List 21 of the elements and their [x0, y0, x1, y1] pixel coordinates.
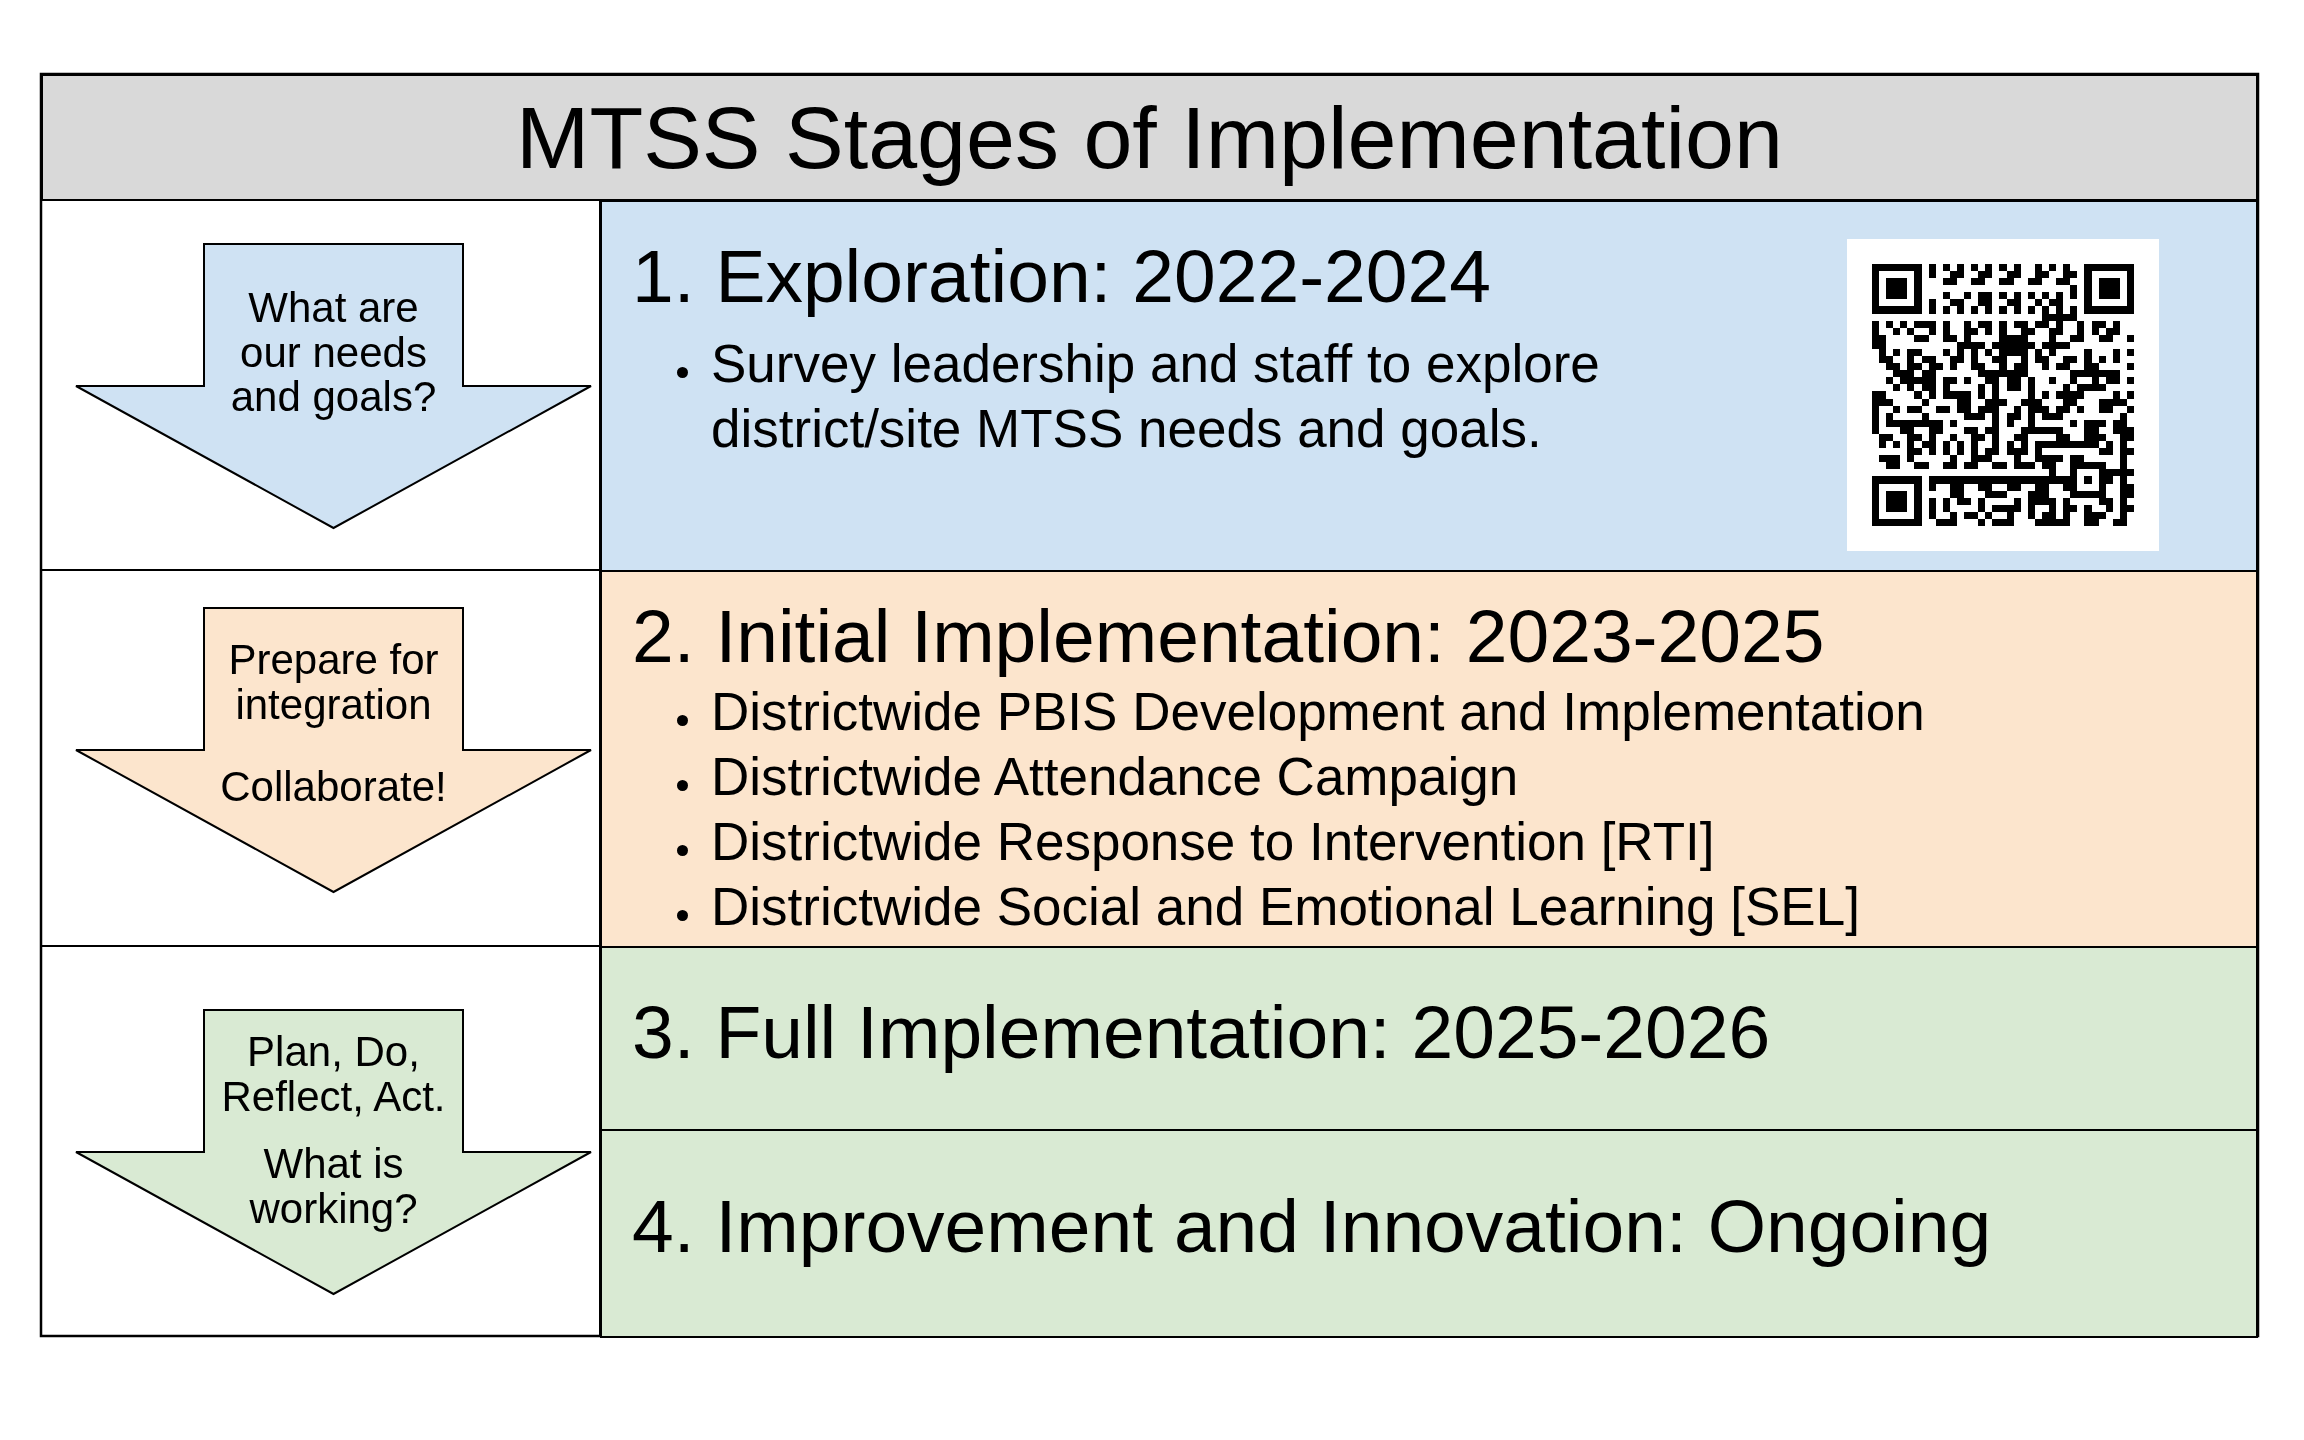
down-arrow — [75, 607, 592, 893]
stage-heading: 1. Exploration: 2022-2024 — [632, 234, 1491, 319]
stage-heading: 2. Initial Implementation: 2023-2025 — [632, 594, 1825, 679]
stage-panel — [600, 946, 2258, 1131]
arrow-label: Collaborate! — [219, 765, 448, 810]
down-arrow — [75, 1009, 592, 1295]
stage-heading: 4. Improvement and Innovation: Ongoing — [632, 1184, 1992, 1269]
bullet-text: Districtwide Social and Emotional Learning [SEL] — [711, 876, 1861, 938]
bullet-text: Districtwide PBIS Development and Implementation — [711, 681, 1926, 743]
stage-panel — [600, 570, 2258, 948]
down-arrow — [75, 243, 592, 529]
arrow-label: What is working? — [248, 1142, 419, 1231]
stage-panel — [600, 200, 2258, 572]
stage-panel — [600, 1129, 2258, 1338]
bullet-text: Districtwide Attendance Campaign — [711, 746, 1520, 808]
arrow-label: What are our needs and goals? — [230, 286, 437, 420]
arrow-label: Prepare for integration — [227, 638, 440, 727]
arrow-label: Plan, Do, Reflect, Act. — [220, 1030, 447, 1119]
bullet-text: Survey leadership and staff to explore district/site MTSS needs and goals. — [711, 333, 1601, 460]
bullet-text: Districtwide Response to Intervention [RTI] — [711, 811, 1716, 873]
stage-heading: 3. Full Implementation: 2025-2026 — [632, 990, 1771, 1075]
